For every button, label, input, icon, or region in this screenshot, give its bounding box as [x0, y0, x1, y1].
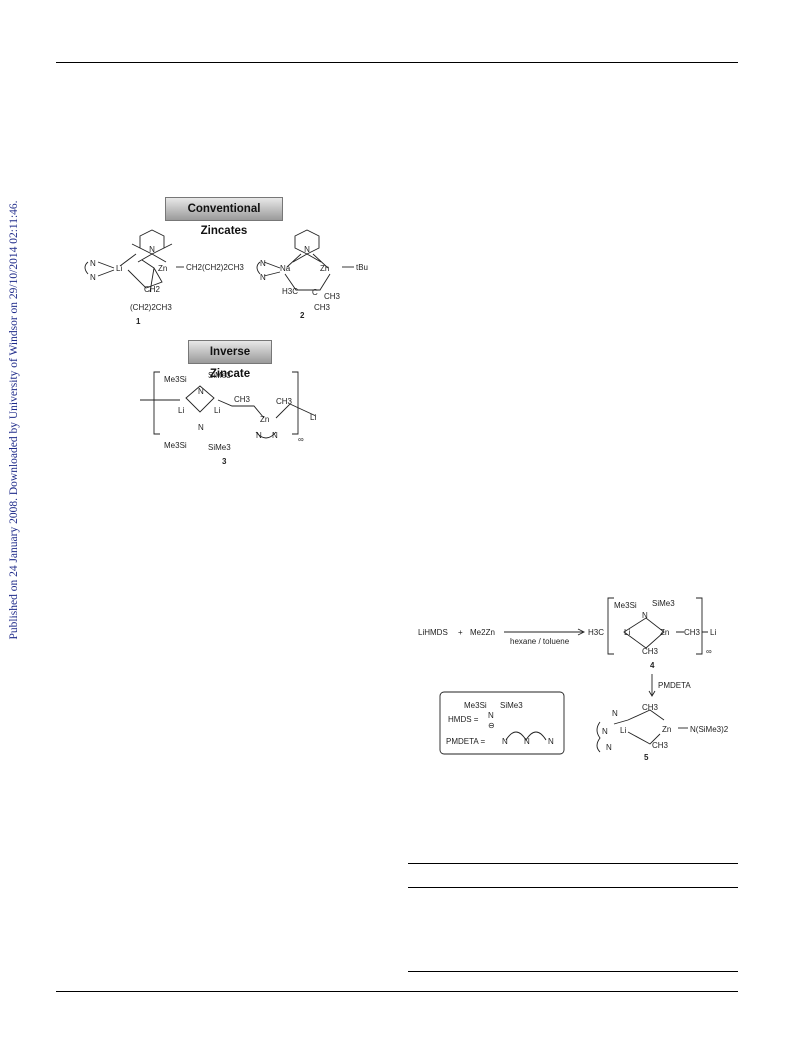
c4-infinity: ∞ — [706, 647, 712, 656]
c4-ch3-bottom: CH3 — [642, 647, 659, 656]
arrow-pmdeta-label: PMDETA — [658, 681, 691, 690]
c2-n-bottom: N — [260, 273, 266, 282]
c3-n-bottom: N — [198, 423, 204, 432]
footer-rule — [56, 991, 738, 992]
c2-n-label: N — [304, 245, 310, 254]
c1-ch2-label: CH2 — [144, 285, 161, 294]
c2-number: 2 — [300, 311, 305, 320]
c5-ch3-bottom: CH3 — [652, 741, 669, 750]
c5-n-top: N — [612, 709, 618, 718]
c2-ch3b-label: CH3 — [314, 303, 331, 312]
c1-n-top: N — [90, 259, 96, 268]
c4-n: N — [642, 611, 648, 620]
c4-sime3: SiMe3 — [652, 599, 675, 608]
legend-sime3: SiMe3 — [500, 701, 523, 710]
legend-hmds-label: HMDS = — [448, 715, 479, 724]
figure1-structures: N N N Li Zn CH2(CH2)2CH3 CH2 (CH2)2CH3 1… — [84, 229, 368, 466]
c3-number: 3 — [222, 457, 227, 466]
legend-minus: ⊖ — [488, 721, 495, 730]
c3-n-chelate-right: N — [272, 431, 278, 440]
c4-me3si: Me3Si — [614, 601, 637, 610]
c4-zn: Zn — [660, 628, 669, 637]
c3-ch3-right: CH3 — [276, 397, 293, 406]
c2-n-top: N — [260, 259, 266, 268]
legend-me3si: Me3Si — [464, 701, 487, 710]
c1-number: 1 — [136, 317, 141, 326]
c3-li-end: Li — [310, 413, 316, 422]
c5-nsime3: N(SiMe3)2 — [690, 725, 729, 734]
c2-c-label: C — [312, 288, 318, 297]
c3-n-chelate-left: N — [256, 431, 262, 440]
c3-li-left: Li — [178, 406, 184, 415]
c4-number: 4 — [650, 661, 655, 670]
c5-n-mid: N — [602, 727, 608, 736]
c2-h3c-label: H3C — [282, 287, 298, 296]
c3-ch3-left: CH3 — [234, 395, 251, 404]
table-rule-1 — [408, 863, 738, 864]
c3-n-top: N — [198, 387, 204, 396]
legend-hmds-n: N — [488, 711, 494, 720]
download-watermark-text: Published on 24 January 2008. Downloaded… — [8, 200, 20, 640]
c1-zn-label: Zn — [158, 264, 167, 273]
c5-n-bottom: N — [606, 743, 612, 752]
legend-pmdeta-n3: N — [548, 737, 554, 746]
c2-na-label: Na — [280, 264, 291, 273]
c2-tbu-label: tBu — [356, 263, 368, 272]
download-watermark: Published on 24 January 2008. Downloaded… — [4, 200, 24, 639]
conditions-label: hexane / toluene — [510, 637, 570, 646]
conventional-zincates-banner: Conventional Zincates — [165, 197, 283, 237]
reagent-plus: + — [458, 628, 463, 637]
c1-n-bottom: N — [90, 273, 96, 282]
c3-sime3-top: SiMe3 — [208, 371, 231, 380]
c5-zn: Zn — [662, 725, 671, 734]
c5-ch3-top: CH3 — [642, 703, 659, 712]
c1-chain-label: CH2(CH2)2CH3 — [186, 263, 244, 272]
c3-me3si-bottom: Me3Si — [164, 441, 187, 450]
legend-pmdeta-n2: N — [524, 737, 530, 746]
c3-li-right: Li — [214, 406, 220, 415]
c3-sime3-bottom: SiMe3 — [208, 443, 231, 452]
table-rule-3 — [408, 971, 738, 972]
c3-zn-label: Zn — [260, 415, 269, 424]
c1-butyl-label: (CH2)2CH3 — [130, 303, 172, 312]
c4-li-end: Li — [710, 628, 716, 637]
c1-n-label: N — [149, 245, 155, 254]
c2-zn-label: Zn — [320, 264, 329, 273]
c3-infinity: ∞ — [298, 435, 304, 444]
table-rule-2 — [408, 887, 738, 888]
reagent-me2zn: Me2Zn — [470, 628, 495, 637]
c1-li-label: Li — [116, 264, 122, 273]
legend-pmdeta-n1: N — [502, 737, 508, 746]
c2-ch3a-label: CH3 — [324, 292, 341, 301]
legend-pmdeta-label: PMDETA = — [446, 737, 486, 746]
inverse-zincate-banner: Inverse Zincate — [188, 340, 272, 380]
c4-ch3-right: CH3 — [684, 628, 701, 637]
c4-li: Li — [624, 628, 630, 637]
reagent-lihmds: LiHMDS — [418, 628, 448, 637]
header-rule — [56, 62, 738, 63]
c4-h3c: H3C — [588, 628, 604, 637]
c5-li: Li — [620, 726, 626, 735]
c3-me3si-top: Me3Si — [164, 375, 187, 384]
c5-number: 5 — [644, 753, 649, 762]
scheme-structures: LiHMDS + Me2Zn hexane / toluene H3C Me3S… — [418, 597, 729, 762]
